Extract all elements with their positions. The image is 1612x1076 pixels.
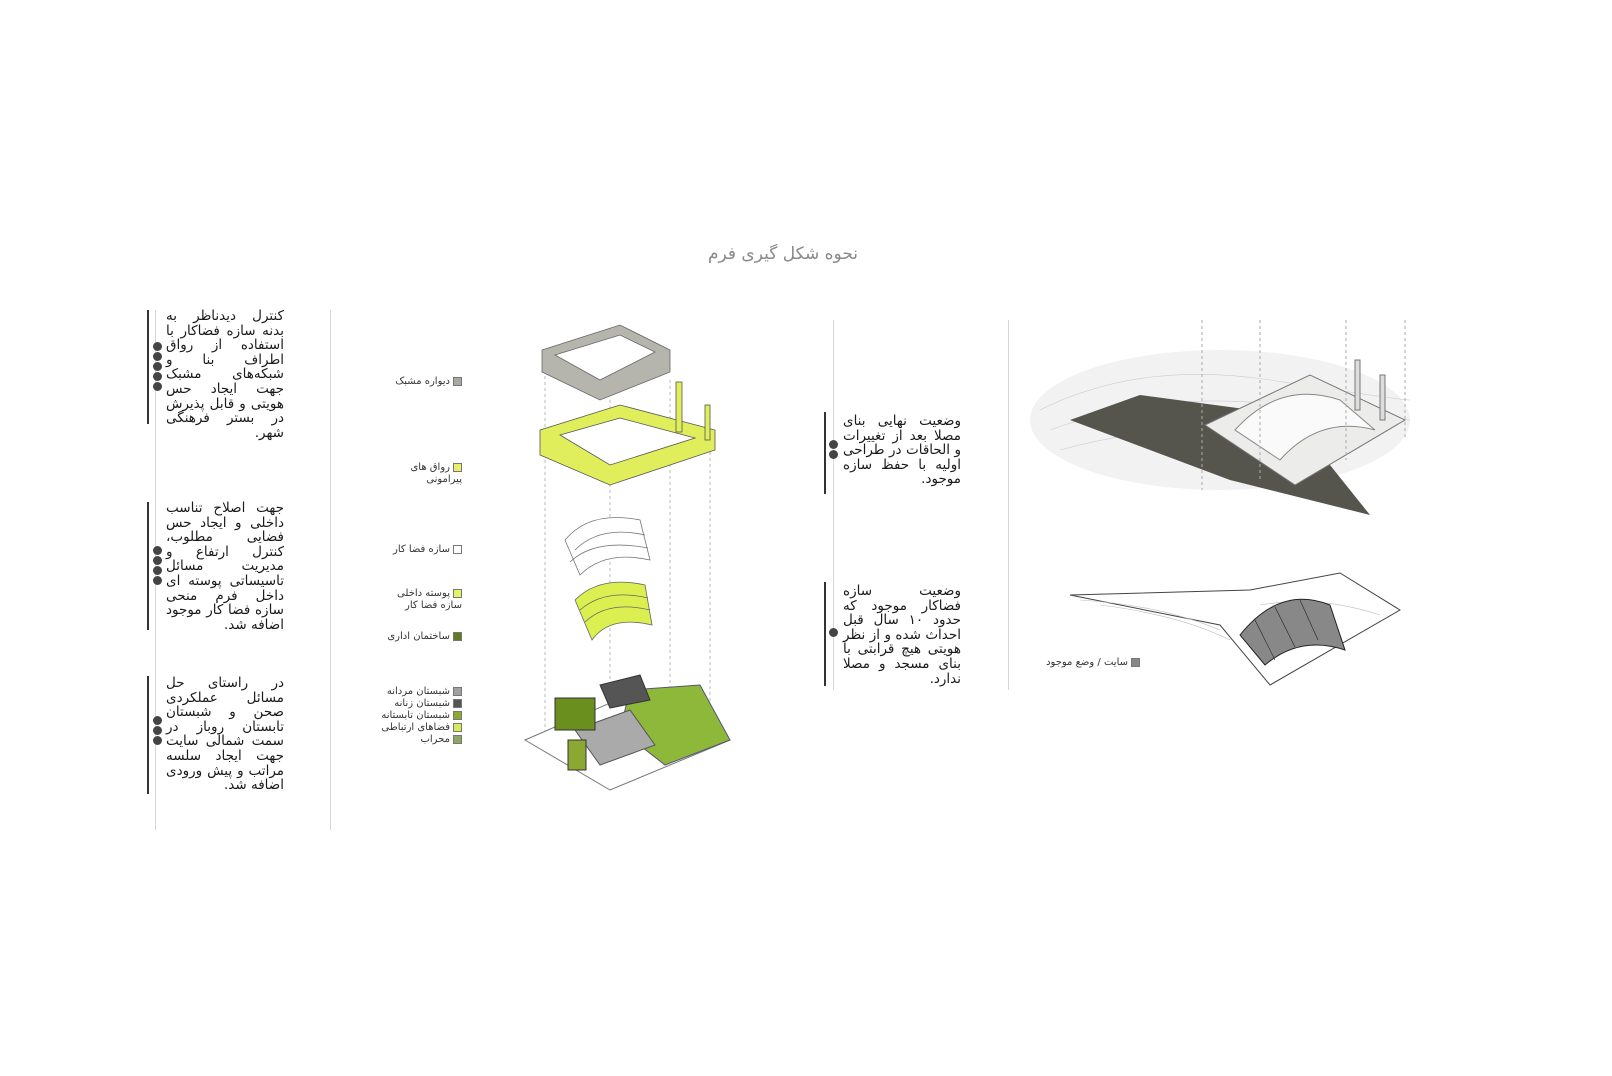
- paragraph-bar: [824, 412, 826, 494]
- inner-shell: [574, 581, 653, 641]
- divider: [833, 320, 834, 690]
- lattice-wall: [541, 324, 671, 401]
- paragraph-bar: [147, 676, 149, 794]
- bullet: [153, 716, 162, 725]
- bullet: [153, 576, 162, 585]
- paragraph-2: جهت اصلاح تناسب داخلی و ایجاد حس فضایی م…: [166, 500, 284, 633]
- peripheral-arcades: [539, 381, 716, 486]
- legend-item: دیواره مشبک: [380, 376, 462, 388]
- bullet: [153, 362, 162, 371]
- paragraph-1: کنترل دیدناظر به بدنه سازه فضاکار با است…: [166, 308, 284, 441]
- paragraph-bar: [824, 582, 826, 686]
- bullet: [153, 556, 162, 565]
- bullet: [829, 450, 838, 459]
- legend-item: شبستان مردانه: [360, 686, 462, 698]
- bullet: [829, 440, 838, 449]
- bullet: [153, 546, 162, 555]
- bullet: [153, 382, 162, 391]
- legend-item: شبستان زنانه: [360, 698, 462, 710]
- final-state-paragraph: وضعیت نهایی بنای مصلا بعد از تغییرات و ا…: [843, 413, 961, 488]
- existing-site-render: [1069, 572, 1401, 686]
- bullet: [153, 352, 162, 361]
- bullet: [153, 342, 162, 351]
- page-title: نحوه شکل گیری فرم: [707, 244, 859, 264]
- legend-item: پوسته داخلی سازه فضا کار: [397, 588, 462, 611]
- bullet: [153, 736, 162, 745]
- site-legend: سایت / وضع موجود: [1040, 657, 1140, 669]
- bullet: [153, 372, 162, 381]
- final-state-render: [1030, 320, 1411, 515]
- legend-item: سازه فضا کار: [380, 544, 462, 556]
- exploded-axonometric-diagram: [523, 324, 732, 791]
- legend-group: شبستان مردانه شبستان زنانه شبستان تابستا…: [360, 686, 462, 746]
- legend-item: فضاهای ارتباطی: [360, 722, 462, 734]
- legend-item: رواق های پیرامونی: [410, 462, 462, 485]
- legend-item: ساختمان اداری: [380, 631, 462, 643]
- space-frame: [564, 517, 651, 576]
- divider: [1008, 320, 1009, 690]
- bullet: [153, 726, 162, 735]
- divider: [330, 310, 331, 830]
- site-base: [523, 674, 732, 791]
- legend-item: شبستان تابستانه: [360, 710, 462, 722]
- legend-item: محراب: [360, 734, 462, 746]
- existing-state-paragraph: وضعیت سازه فضاکار موجود که حدود ۱۰ سال ق…: [843, 583, 961, 687]
- paragraph-3: در راستای حل مسائل عملکردی صحن و شبستان …: [166, 675, 284, 794]
- bullet: [829, 628, 838, 637]
- paragraph-bar: [147, 310, 149, 424]
- paragraph-bar: [147, 502, 149, 630]
- bullet: [153, 566, 162, 575]
